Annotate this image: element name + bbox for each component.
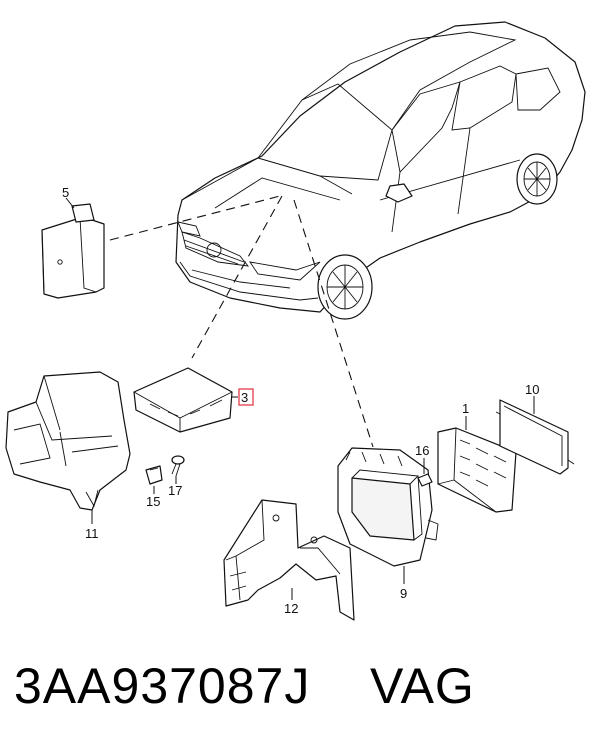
part-9-module-carrier <box>337 447 439 584</box>
part-1-onboard-control-unit <box>437 416 517 513</box>
callout-16: 16 <box>415 443 429 458</box>
brand-name: VAG <box>369 658 475 714</box>
car-illustration <box>175 21 586 320</box>
part-10-cover-plate <box>495 396 575 475</box>
part-3-control-module <box>133 367 238 433</box>
callout-9: 9 <box>400 586 407 601</box>
parts-diagram: 5 3 11 15 17 1 10 16 9 12 <box>5 21 586 621</box>
part-12-support-bracket <box>223 499 355 621</box>
callout-12: 12 <box>284 601 298 616</box>
callout-3: 3 <box>241 390 248 405</box>
part-15-nut-clip <box>145 465 163 494</box>
callout-11: 11 <box>85 526 99 541</box>
callout-15: 15 <box>146 494 160 509</box>
locator-lines <box>109 195 374 448</box>
part-number: 3AA937087J <box>14 658 311 714</box>
part-caption: 3AA937087J VAG <box>14 657 475 715</box>
callout-5: 5 <box>62 185 69 200</box>
callout-17: 17 <box>168 483 182 498</box>
part-3-highlight-box <box>238 388 254 406</box>
part-5-bracket <box>41 197 105 299</box>
part-17-screw <box>171 455 185 484</box>
callout-labels: 5 3 11 15 17 1 10 16 9 12 <box>62 185 539 616</box>
callout-1: 1 <box>462 401 469 416</box>
part-11-mounting-bracket <box>5 371 131 524</box>
part-16-nut <box>417 458 433 487</box>
callout-10: 10 <box>525 382 539 397</box>
